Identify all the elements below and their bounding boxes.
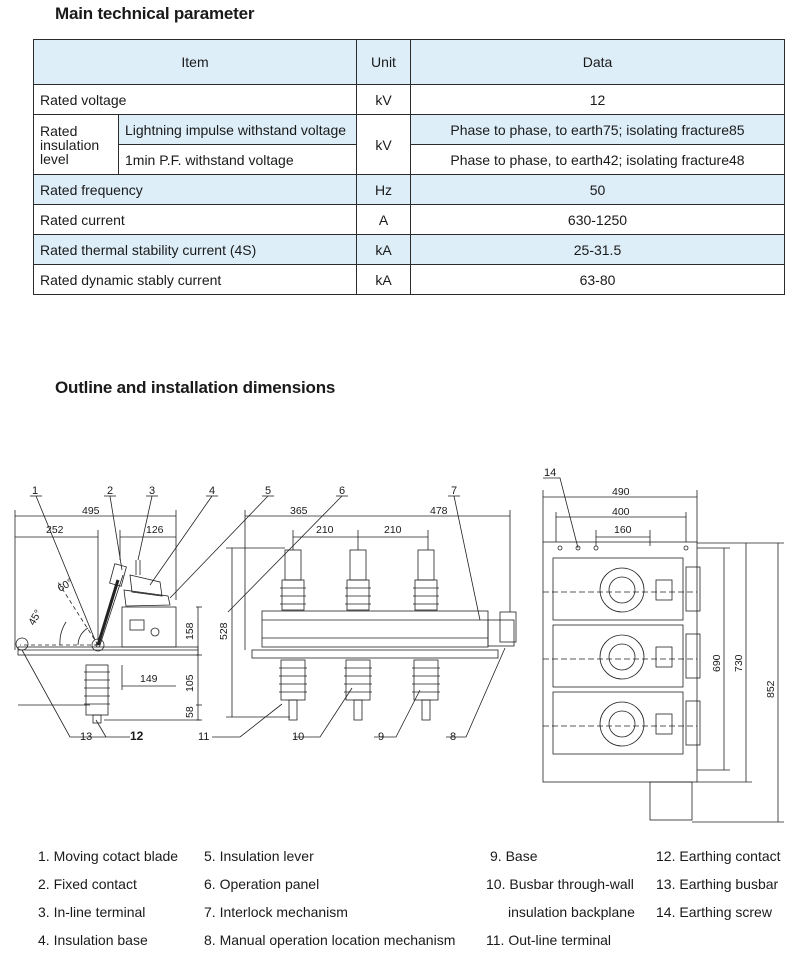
angle-60: 60° [56,576,76,594]
row-data: Phase to phase, to earth42; isolating fr… [410,144,785,175]
callout-7: 7 [451,485,457,497]
callout-1: 1 [32,485,38,497]
plan-view [542,477,784,823]
callout-12: 12 [130,729,144,743]
legend-column-3: 9. Base 10. Busbar through-wall insulati… [486,842,635,954]
row-data: 50 [410,174,785,205]
dim-58: 58 [184,706,196,718]
row-item: 1min P.F. withstand voltage [118,144,357,175]
legend-column-2: 5. Insulation lever 6. Operation panel 7… [204,842,455,954]
dim-730: 730 [733,654,745,672]
legend-item: 8. Manual operation location mechanism [204,932,456,948]
row-item: Rated dynamic stably current [33,264,357,295]
table-header-row: Item Unit Data [33,39,785,85]
callout-2: 2 [107,485,113,497]
legend-item: 2. Fixed contact [38,876,137,892]
callout-10: 10 [292,731,304,743]
row-data: 12 [410,84,785,115]
row-unit: Hz [356,174,411,205]
header-unit: Unit [356,39,411,85]
angle-45: 45° [26,608,44,628]
legend-item: 12. Earthing contact [656,848,781,864]
dim-528: 528 [218,622,230,640]
table-row: 1min P.F. withstand voltage Phase to pha… [34,144,785,175]
dim-400: 400 [612,506,630,518]
dim-495: 495 [82,505,100,517]
legend-item: 3. In-line terminal [38,904,146,920]
row-data: Phase to phase, to earth75; isolating fr… [410,114,785,145]
callout-8: 8 [450,731,456,743]
legend-item: 13. Earthing busbar [656,876,779,892]
callout-14: 14 [544,467,556,479]
legend-item: 4. Insulation base [38,932,148,948]
row-unit: kV [356,84,411,115]
legend-item: 9. Base [490,848,538,864]
dim-158: 158 [184,622,196,640]
callout-9: 9 [378,731,384,743]
table-row: Rated insulation level Lightning impulse… [33,114,785,175]
callout-13: 13 [80,731,92,743]
table-row: Rated dynamic stably current kA 63-80 [33,264,785,295]
dim-210-left: 210 [316,524,334,536]
legend-item: 14. Earthing screw [656,904,772,920]
header-item: Item [33,39,357,85]
legend-item: 7. Interlock mechanism [204,904,348,920]
row-item: Rated voltage [33,84,357,115]
callout-11: 11 [198,731,209,743]
callout-3: 3 [149,485,155,497]
legend-item: 1. Moving cotact blade [38,848,179,864]
header-data: Data [410,39,785,85]
table-row: Rated frequency Hz 50 [33,174,785,205]
row-data: 63-80 [410,264,785,295]
dim-126: 126 [146,524,164,536]
dim-490: 490 [612,486,630,498]
dim-105: 105 [184,674,196,692]
legend-item: 10. Busbar through-wall [486,876,634,892]
legend-item: 6. Operation panel [204,876,320,892]
side-view [14,495,274,738]
dim-690: 690 [711,654,723,672]
dim-149: 149 [140,673,158,685]
parameter-table: Item Unit Data Rated voltage kV 12 Rated… [33,39,785,295]
row-item: Rated frequency [33,174,357,205]
table-row: Rated voltage kV 12 [33,84,785,115]
dim-478: 478 [430,505,448,517]
outline-drawing: 495 252 126 365 210 210 478 149 528 158 … [14,467,784,823]
row-group-label: Rated insulation level [33,114,119,175]
row-item: Rated thermal stability current (4S) [33,234,357,265]
callout-6: 6 [339,485,345,497]
dim-365: 365 [290,505,308,517]
callout-4: 4 [209,485,215,497]
legend-item: 5. Insulation lever [204,848,314,864]
row-unit: kV [356,114,411,175]
dim-852: 852 [765,680,777,698]
legend-column-4: 12. Earthing contact 13. Earthing busbar… [656,842,781,926]
row-item: Lightning impulse withstand voltage [118,114,357,145]
section-title-outline: Outline and installation dimensions [55,378,336,397]
dim-160: 160 [614,524,632,536]
row-unit: kA [356,234,411,265]
row-data: 630-1250 [410,204,785,235]
row-unit: kA [356,264,411,295]
row-unit: A [356,204,411,235]
table-row: Rated current A 630-1250 [33,204,785,235]
dim-252: 252 [46,524,64,536]
callout-5: 5 [265,485,271,497]
dim-210-right: 210 [384,524,402,536]
table-row: Rated thermal stability current (4S) kA … [33,234,785,265]
legend-item: insulation backplane [508,904,635,920]
legend-column-1: 1. Moving cotact blade 2. Fixed contact … [38,842,178,954]
section-title-parameters: Main technical parameter [55,4,255,23]
row-item: Rated current [33,204,357,235]
row-data: 25-31.5 [410,234,785,265]
legend-item: 11. Out-line terminal [486,932,612,948]
front-view [212,495,517,738]
